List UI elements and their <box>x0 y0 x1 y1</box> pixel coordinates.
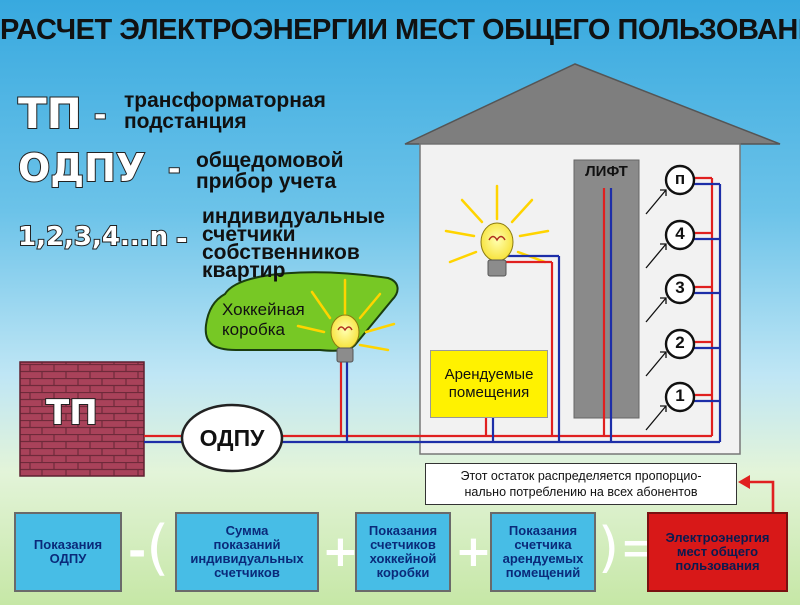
formula-box-odpu-line-2: ОДПУ <box>49 551 87 566</box>
formula-box-odpu-line-1: Показания <box>33 537 103 552</box>
formula-box-rented-line-4: помещений <box>505 565 581 580</box>
tp-label: ТП <box>45 392 99 434</box>
formula-box-rented-line-2: счетчика <box>514 537 572 552</box>
remainder-note-line-2: нально потреблению на всех абонентов <box>464 485 698 499</box>
bulb-house <box>480 222 514 277</box>
meter-circles <box>664 164 696 413</box>
meter-label-2: 2 <box>675 333 685 352</box>
formula-box-rented-premises: Показания счетчика арендуемых помещений <box>490 512 596 592</box>
legend-def-meters-1: индивидуальные <box>202 205 385 228</box>
legend-def-tp-2: подстанция <box>124 110 247 133</box>
formula-box-individual-meters: Сумма показаний индивидуальных счетчиков <box>175 512 319 592</box>
formula-box-hockey-line-3: хоккейной <box>369 551 437 566</box>
remainder-note-line-1: Этот остаток распределяется пропорцио- <box>460 469 702 483</box>
legend-def-meters-3: собственников <box>202 241 360 264</box>
formula-result-line-2: мест общего <box>676 544 759 559</box>
legend-abbr-meters: 1,2,3,4...n <box>17 221 169 253</box>
legend-dash-odpu: - <box>167 151 182 188</box>
meter-arrows <box>645 189 667 431</box>
meter-label-3: 3 <box>675 278 685 297</box>
formula-result-line-1: Электроэнергия <box>665 530 770 545</box>
remainder-note: Этот остаток распределяется пропорцио- н… <box>425 463 737 505</box>
wires-red <box>144 176 714 438</box>
hockey-box-label-1: Хоккейная <box>222 300 305 319</box>
formula-box-rented-line-3: арендуемых <box>502 551 584 566</box>
lift-shaft <box>573 159 640 419</box>
formula-result-common-areas: Электроэнергия мест общего пользования <box>647 512 788 592</box>
house-roof <box>404 63 781 145</box>
formula-plus-2: + <box>455 526 492 577</box>
odpu-label: ОДПУ <box>199 425 265 451</box>
legend-def-meters-4: квартир <box>202 259 286 282</box>
page-title: РАСЧЕТ ЭЛЕКТРОЭНЕРГИИ МЕСТ ОБЩЕГО ПОЛЬЗО… <box>0 14 800 46</box>
rented-premises-label-2: помещения <box>448 384 530 401</box>
return-arrow-head <box>738 475 750 489</box>
formula-box-hockey-line-4: коробки <box>376 565 430 580</box>
formula-box-hockey-line-1: Показания <box>368 523 438 538</box>
meter-label-4: 4 <box>675 224 685 243</box>
formula-open-paren: ( <box>146 513 170 583</box>
formula-box-individual-line-3: индивидуальных <box>190 551 304 566</box>
legend-dash-tp: - <box>93 97 108 134</box>
formula-box-individual-line-2: показаний <box>213 537 281 552</box>
meter-label-n: п <box>674 169 686 188</box>
formula-box-hockey-line-2: счетчиков <box>370 537 436 552</box>
legend-dash-meters: - <box>175 221 189 256</box>
formula-result-line-3: пользования <box>675 558 760 573</box>
meter-label-1: 1 <box>675 386 685 405</box>
rented-premises-box: Арендуемые помещения <box>430 350 548 418</box>
hockey-box-label-2: коробка <box>222 320 285 339</box>
formula-plus-1: + <box>322 526 359 577</box>
legend-abbr-odpu: ОДПУ <box>17 145 146 191</box>
tp-building <box>19 361 145 477</box>
formula-box-individual-line-1: Сумма <box>225 523 269 538</box>
legend-def-odpu-1: общедомовой <box>196 149 344 172</box>
return-arrow <box>748 480 775 512</box>
formula-box-individual-line-4: счетчиков <box>214 565 280 580</box>
formula-box-rented-line-1: Показания <box>508 523 578 538</box>
legend-def-meters-2: счетчики <box>202 223 296 246</box>
lift-label: ЛИФТ <box>585 163 628 180</box>
formula-box-hockey-box: Показания счетчиков хоккейной коробки <box>355 512 451 592</box>
formula-minus: - <box>128 526 147 577</box>
wires-blue <box>144 182 722 444</box>
bulb-hockey-box <box>330 314 360 363</box>
legend-abbr-tp: ТП <box>17 88 83 139</box>
legend-def-tp-1: трансформаторная <box>124 89 326 112</box>
legend-def-odpu-2: прибор учета <box>196 170 337 193</box>
formula-box-odpu-readings: Показания ОДПУ <box>14 512 122 592</box>
odpu-circle <box>180 403 284 473</box>
rented-premises-label-1: Арендуемые <box>444 366 534 383</box>
